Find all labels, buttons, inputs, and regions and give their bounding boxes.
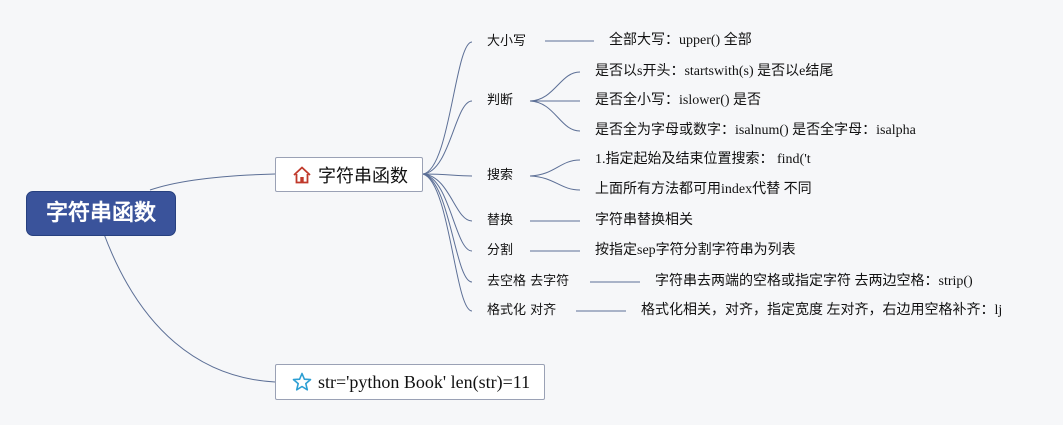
- leaf-judge-islower[interactable]: 是否全小写：islower() 是否: [595, 93, 762, 108]
- branch-judge[interactable]: 判断: [487, 93, 514, 108]
- branch-split[interactable]: 分割: [487, 243, 514, 258]
- leaf-search-index[interactable]: 上面所有方法都可用index代替 不同: [595, 182, 812, 197]
- star-icon: [292, 372, 312, 391]
- branch-replace[interactable]: 替换: [487, 213, 514, 228]
- branch-strip[interactable]: 去空格 去字符: [487, 274, 570, 289]
- leaf-strip[interactable]: 字符串去两端的空格或指定字符 去两边空格：strip(): [655, 274, 973, 289]
- topic-label: str='python Book' len(str)=11: [318, 371, 531, 392]
- topic-node-example[interactable]: str='python Book' len(str)=11: [275, 364, 545, 400]
- root-node[interactable]: 字符串函数: [26, 191, 176, 236]
- topic-node-string-functions[interactable]: 字符串函数: [275, 157, 423, 192]
- branch-search[interactable]: 搜索: [487, 168, 514, 183]
- leaf-format[interactable]: 格式化相关，对齐，指定宽度 左对齐，右边用空格补齐：lj: [641, 303, 1003, 318]
- leaf-search-find[interactable]: 1.指定起始及结束位置搜索： find('t: [595, 152, 811, 167]
- branch-format[interactable]: 格式化 对齐: [487, 303, 557, 318]
- leaf-case-upper[interactable]: 全部大写：upper() 全部: [609, 33, 752, 48]
- home-icon: [293, 166, 311, 183]
- topic-label: 字符串函数: [318, 165, 408, 187]
- leaf-replace[interactable]: 字符串替换相关: [595, 213, 693, 228]
- branch-case[interactable]: 大小写: [487, 34, 527, 49]
- leaf-judge-startswith[interactable]: 是否以s开头：startswith(s) 是否以e结尾: [595, 64, 834, 79]
- leaf-split[interactable]: 按指定sep字符分割字符串为列表: [595, 243, 796, 258]
- leaf-judge-isalnum[interactable]: 是否全为字母或数字：isalnum() 是否全字母：isalpha: [595, 123, 916, 138]
